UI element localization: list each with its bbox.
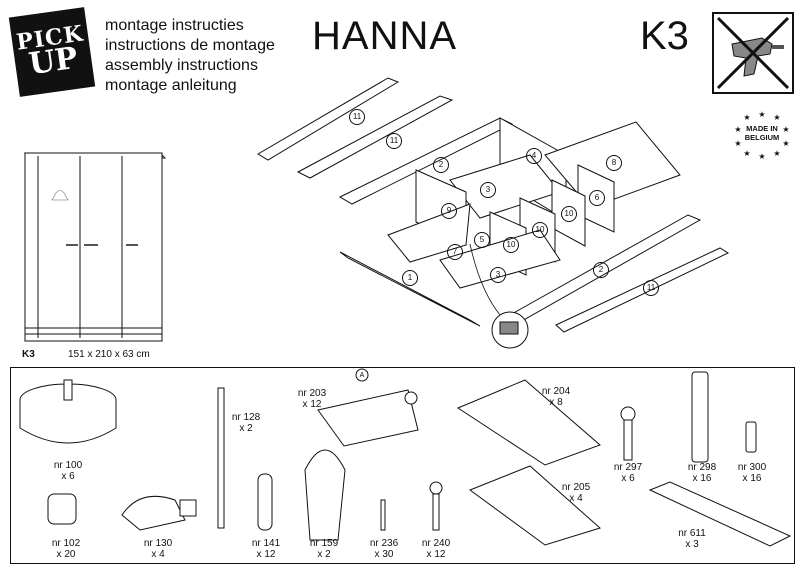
made-in-belgium-badge: ★★★ ★★★ ★★★ ★ MADE IN BELGIUM bbox=[733, 110, 791, 161]
panel-label: 1 bbox=[402, 270, 418, 286]
hardware-qty: x 4 bbox=[569, 493, 583, 504]
panel-label: 6 bbox=[589, 190, 605, 206]
panel-label: 9 bbox=[441, 203, 457, 219]
wardrobe-code: K3 bbox=[22, 349, 35, 360]
product-title: HANNA bbox=[312, 14, 458, 58]
lang-line-fr: instructions de montage bbox=[105, 37, 275, 54]
panel-label: 2 bbox=[593, 262, 609, 278]
hardware-qty: x 3 bbox=[685, 539, 699, 550]
svg-text:★: ★ bbox=[734, 125, 741, 134]
panel-label: 10 bbox=[532, 222, 548, 238]
hardware-nr: nr 102 bbox=[51, 538, 81, 549]
wardrobe-illustration bbox=[23, 152, 167, 342]
hardware-qty: x 2 bbox=[239, 423, 253, 434]
hardware-qty: x 6 bbox=[61, 471, 75, 482]
hardware-nr: nr 128 bbox=[231, 412, 261, 423]
hardware-nr: nr 298 bbox=[687, 462, 717, 473]
hardware-qty: x 12 bbox=[302, 399, 322, 410]
badge-line2: BELGIUM bbox=[744, 133, 780, 142]
lang-line-nl: montage instructies bbox=[105, 17, 244, 34]
panel-label: 11 bbox=[643, 280, 659, 296]
hardware-nr: nr 297 bbox=[613, 462, 643, 473]
svg-text:★: ★ bbox=[743, 149, 750, 158]
svg-text:★: ★ bbox=[782, 139, 789, 148]
wardrobe-dimensions: 151 x 210 x 63 cm bbox=[68, 349, 150, 360]
lang-line-de: montage anleitung bbox=[105, 77, 237, 94]
hardware-qty: x 16 bbox=[692, 473, 712, 484]
hardware-nr: nr 240 bbox=[421, 538, 451, 549]
panel-label: 3 bbox=[480, 182, 496, 198]
svg-text:★: ★ bbox=[743, 113, 750, 122]
lang-line-en: assembly instructions bbox=[105, 57, 258, 74]
svg-text:★: ★ bbox=[773, 149, 780, 158]
svg-text:★: ★ bbox=[773, 113, 780, 122]
panel-label: 2 bbox=[433, 157, 449, 173]
hardware-nr: nr 141 bbox=[251, 538, 281, 549]
svg-text:★: ★ bbox=[782, 125, 789, 134]
panel-label: 7 bbox=[447, 244, 463, 260]
exploded-panel-diagram bbox=[257, 77, 730, 349]
hardware-qty: x 4 bbox=[151, 549, 165, 560]
panel-label: 11 bbox=[349, 109, 365, 125]
panel-label: 5 bbox=[474, 232, 490, 248]
panel-label: 4 bbox=[526, 148, 542, 164]
hardware-qty: x 30 bbox=[374, 549, 394, 560]
hardware-nr: nr 205 bbox=[561, 482, 591, 493]
hardware-nr: nr 300 bbox=[737, 462, 767, 473]
hardware-qty: x 2 bbox=[317, 549, 331, 560]
panel-label: 8 bbox=[606, 155, 622, 171]
svg-text:★: ★ bbox=[734, 139, 741, 148]
callout-letter-a: A bbox=[359, 372, 365, 379]
hardware-qty: x 12 bbox=[256, 549, 276, 560]
svg-text:★: ★ bbox=[758, 110, 765, 119]
hardware-qty: x 20 bbox=[56, 549, 76, 560]
panel-label: 10 bbox=[561, 206, 577, 222]
hardware-nr: nr 236 bbox=[369, 538, 399, 549]
hardware-nr: nr 203 bbox=[297, 388, 327, 399]
hardware-qty: x 8 bbox=[549, 397, 563, 408]
hardware-qty: x 6 bbox=[621, 473, 635, 484]
panel-label: 11 bbox=[386, 133, 402, 149]
hardware-nr: nr 611 bbox=[678, 528, 706, 539]
badge-line1: MADE IN bbox=[746, 124, 778, 133]
hardware-qty: x 12 bbox=[426, 549, 446, 560]
no-power-drill-icon bbox=[712, 12, 794, 94]
hardware-nr: nr 204 bbox=[541, 386, 571, 397]
hardware-parts-box bbox=[10, 367, 795, 564]
hardware-qty: x 16 bbox=[742, 473, 762, 484]
svg-text:★: ★ bbox=[758, 152, 765, 161]
product-code: K3 bbox=[640, 14, 689, 58]
panel-label: 10 bbox=[503, 237, 519, 253]
star-ring-icon: ★★★ ★★★ ★★★ ★ bbox=[734, 110, 789, 161]
panel-label: 3 bbox=[490, 267, 506, 283]
hardware-nr: nr 159 bbox=[309, 538, 339, 549]
hardware-nr: nr 130 bbox=[143, 538, 173, 549]
hardware-nr: nr 100 bbox=[53, 460, 83, 471]
